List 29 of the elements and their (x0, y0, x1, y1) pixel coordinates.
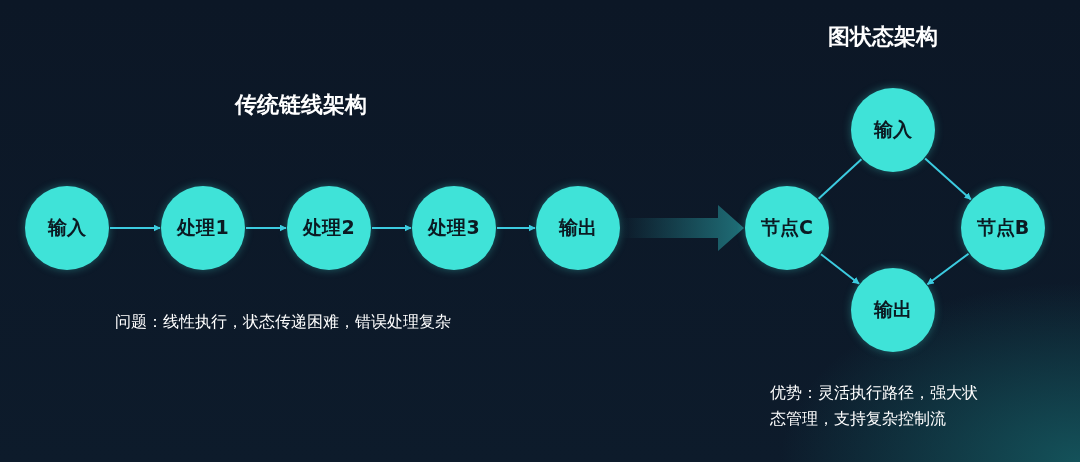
arrow (496, 224, 536, 232)
circle-node (161, 186, 245, 270)
arrow (926, 252, 970, 286)
note-text: 问题：线性执行，状态传递困难，错误处理复杂 (115, 312, 451, 333)
circle-node (851, 88, 935, 172)
arrow (820, 253, 860, 285)
arrow (109, 224, 161, 232)
circle-node (961, 186, 1045, 270)
circle-node (745, 186, 829, 270)
arrow (924, 157, 972, 201)
circle-node (287, 186, 371, 270)
arrow (371, 224, 412, 232)
circle-node (851, 268, 935, 352)
circle-node (25, 186, 109, 270)
note-text: 优势：灵活执行路径，强大状态管理，支持复杂控制流 (770, 382, 979, 430)
heading: 传统链线架构 (235, 91, 367, 119)
circle-node (412, 186, 496, 270)
heading: 图状态架构 (828, 23, 938, 51)
node-label: 处理2 (303, 215, 355, 240)
node-label: 输出 (874, 297, 912, 322)
node-label: 输入 (48, 215, 86, 240)
node-label: 输出 (559, 215, 597, 240)
node-label: 节点B (976, 215, 1030, 240)
circle-node (536, 186, 620, 270)
node-label: 节点C (761, 215, 813, 240)
node-label: 输入 (874, 117, 912, 142)
node-label: 处理3 (428, 215, 480, 240)
arrow (245, 224, 287, 232)
node-label: 处理1 (177, 215, 229, 240)
